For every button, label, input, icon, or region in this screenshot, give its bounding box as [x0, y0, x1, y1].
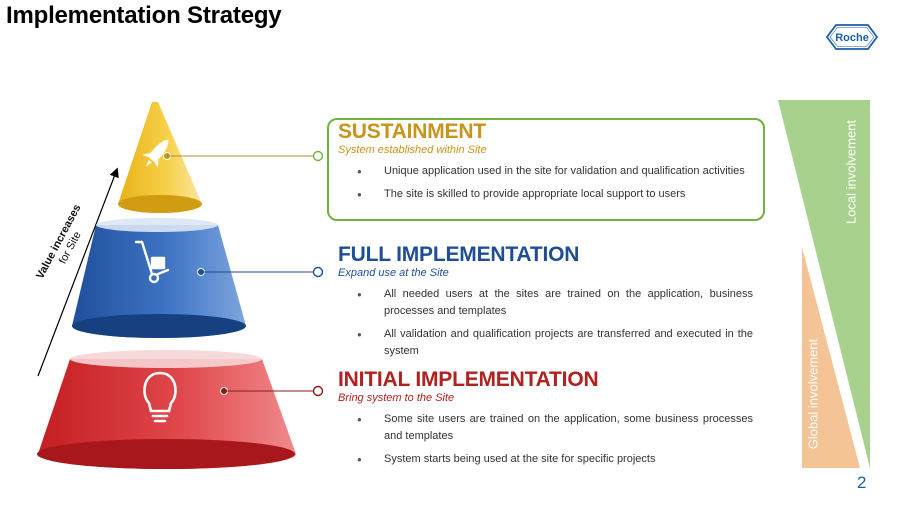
sustainment-title: SUSTAINMENT [338, 120, 486, 143]
bullet-item: All validation and qualification project… [338, 326, 753, 360]
bullet-item: All needed users at the sites are traine… [338, 286, 753, 320]
lightbulb-icon [143, 371, 177, 423]
sustainment-subtitle: System established within Site [338, 144, 487, 156]
bullet-item: System starts being used at the site for… [338, 451, 753, 468]
pyramid-level-full [72, 218, 246, 338]
local-involvement-label: Local involvement [843, 119, 859, 225]
initial-implementation-subtitle: Bring system to the Site [338, 392, 455, 404]
initial-implementation-bullets: Some site users are trained on the appli… [338, 411, 753, 468]
hand-truck-icon [134, 240, 170, 284]
full-implementation-bullets: All needed users at the sites are traine… [338, 286, 753, 360]
full-implementation-section: FULL IMPLEMENTATION Expand use at the Si… [338, 243, 753, 366]
bullet-item: Unique application used in the site for … [338, 163, 753, 180]
connector-sustainment [163, 150, 324, 162]
value-pyramid [37, 102, 324, 469]
page-number: 2 [857, 473, 867, 492]
roche-logo: Roche [826, 24, 878, 50]
involvement-wedges [778, 100, 870, 468]
pyramid-level-initial [37, 350, 296, 469]
bullet-item: Some site users are trained on the appli… [338, 411, 753, 445]
logo-text: Roche [835, 32, 869, 44]
slide-title: Implementation Strategy [6, 2, 282, 29]
rocket-icon [142, 139, 169, 168]
initial-implementation-section: INITIAL IMPLEMENTATION Bring system to t… [338, 368, 753, 474]
initial-implementation-title: INITIAL IMPLEMENTATION [338, 368, 599, 391]
sustainment-section: SUSTAINMENT System established within Si… [338, 120, 753, 209]
connector-initial [220, 385, 324, 397]
full-implementation-title: FULL IMPLEMENTATION [338, 243, 580, 266]
sustainment-bullets: Unique application used in the site for … [338, 163, 753, 203]
global-involvement-label: Global involvement [805, 338, 821, 450]
pyramid-level-sustainment [118, 102, 202, 213]
local-involvement-wedge [778, 100, 870, 468]
full-implementation-subtitle: Expand use at the Site [338, 267, 449, 279]
global-involvement-wedge [802, 247, 860, 468]
connector-full [197, 266, 324, 278]
bullet-item: The site is skilled to provide appropria… [338, 186, 753, 203]
value-arrow [37, 167, 119, 377]
sustainment-highlight-box [327, 118, 765, 221]
